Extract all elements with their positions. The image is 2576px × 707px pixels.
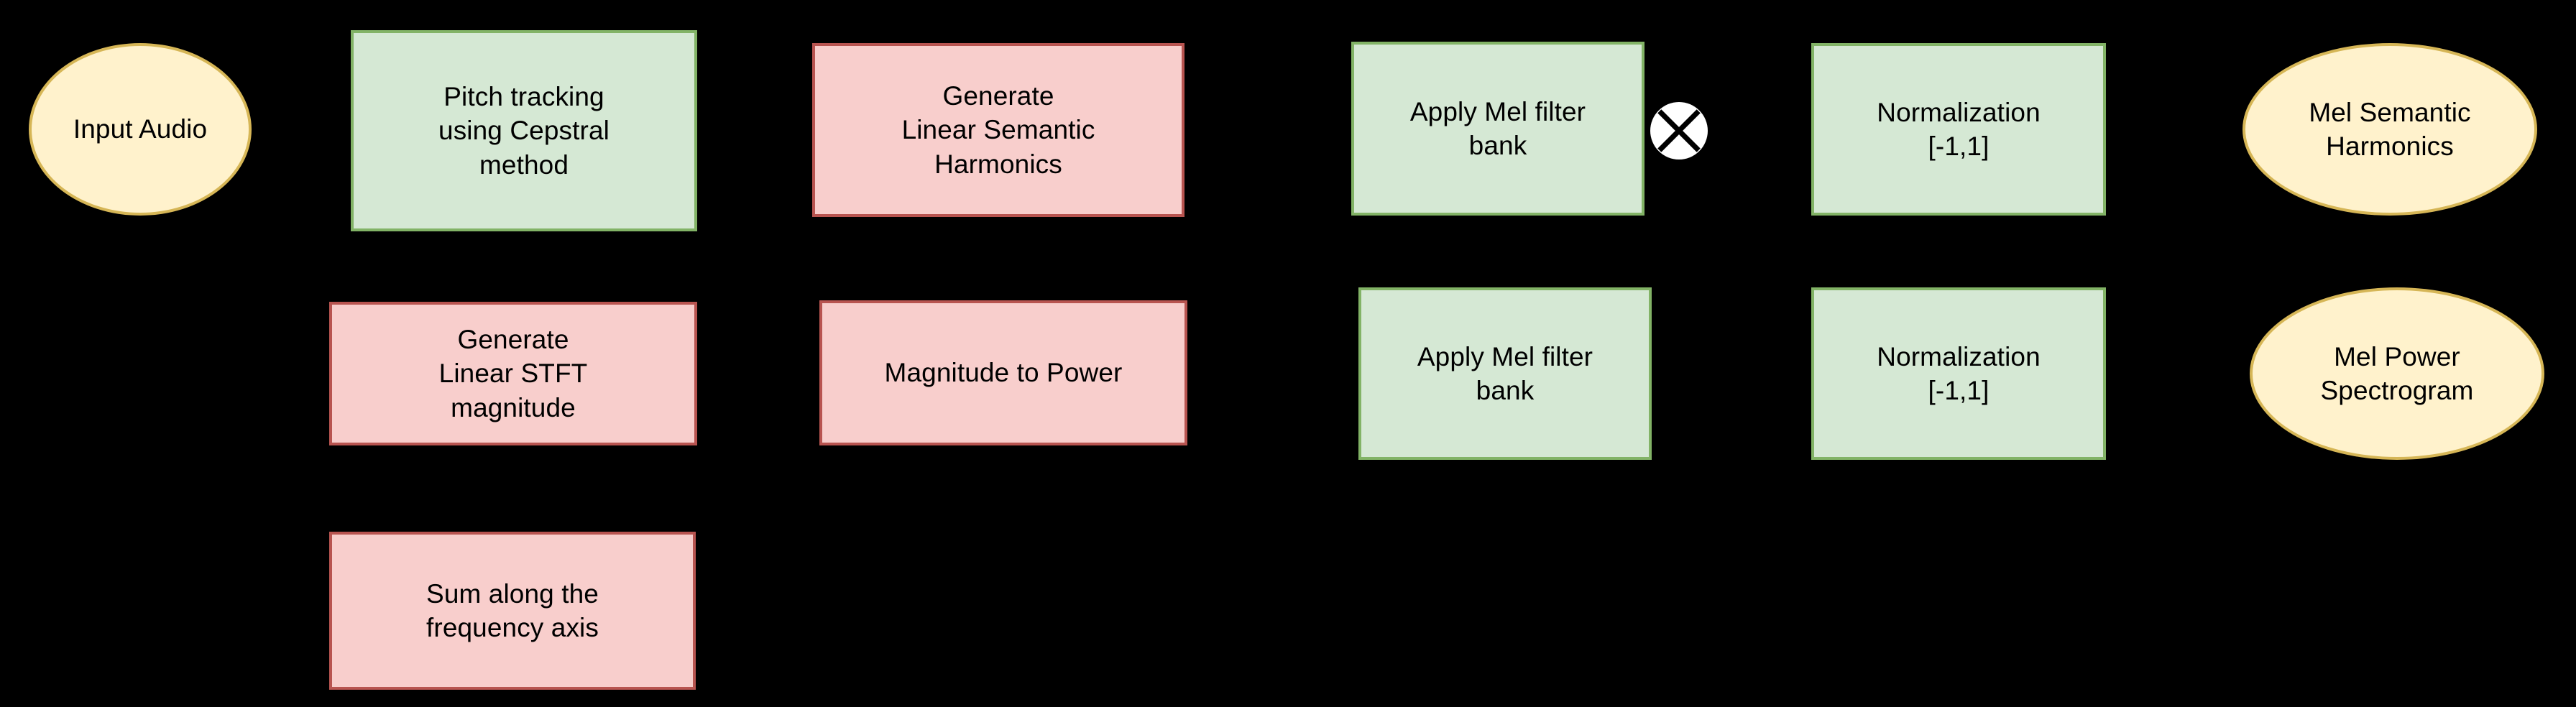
node-label: Normalization [-1,1] [1877, 341, 2041, 405]
edge-generate-linear-stft-magnitude-to-magnitude-to-power [696, 359, 822, 388]
node-normalization-bottom[interactable]: Normalization [-1,1] [1811, 287, 2106, 460]
edge-multiply-operator-to-normalization-top [1707, 115, 1814, 144]
multiply-cross-icon [1651, 103, 1707, 159]
node-label: Input Audio [73, 114, 208, 144]
node-normalization-top[interactable]: Normalization [-1,1] [1811, 43, 2106, 216]
node-label: Generate Linear STFT magnitude [438, 324, 588, 422]
edge-apply-mel-filter-bank-top-to-multiply-operator [1615, 106, 1653, 134]
edge-magnitude-to-power-to-apply-mel-filter-bank-bottom [1187, 359, 1361, 388]
node-label: Apply Mel filter bank [1409, 96, 1586, 160]
node-magnitude-to-power[interactable]: Magnitude to Power [819, 300, 1187, 445]
node-label: Magnitude to Power [884, 358, 1123, 388]
node-label: Generate Linear Semantic Harmonics [901, 80, 1095, 179]
edge-input-audio-to-generate-linear-stft-magnitude [252, 128, 332, 388]
node-generate-linear-semantic-harmonics[interactable]: Generate Linear Semantic Harmonics [812, 43, 1184, 217]
edge-pitch-tracking-to-generate-linear-semantic-harmonics [696, 116, 815, 145]
node-apply-mel-filter-bank-top[interactable]: Apply Mel filter bank [1351, 42, 1644, 216]
node-pitch-tracking[interactable]: Pitch tracking using Cepstral method [351, 30, 697, 231]
edge-generate-linear-semantic-harmonics-to-apply-mel-filter-bank-top [1184, 114, 1354, 144]
node-label: Sum along the frequency axis [426, 578, 599, 642]
node-apply-mel-filter-bank-bottom[interactable]: Apply Mel filter bank [1358, 287, 1652, 460]
multiply-operator-icon[interactable] [1650, 102, 1708, 160]
node-label: Mel Semantic Harmonics [2309, 97, 2471, 161]
node-generate-linear-stft-magnitude[interactable]: Generate Linear STFT magnitude [329, 302, 697, 445]
edge-input-audio-to-pitch-tracking [251, 116, 354, 145]
node-label: Apply Mel filter bank [1417, 341, 1593, 405]
node-input-audio[interactable]: Input Audio [29, 43, 252, 216]
node-label: Pitch tracking using Cepstral method [438, 81, 610, 180]
node-sum-along-frequency-axis[interactable]: Sum along the frequency axis [329, 532, 696, 690]
node-mel-semantic-harmonics[interactable]: Mel Semantic Harmonics [2242, 43, 2537, 216]
node-label: Mel Power Spectrogram [2320, 341, 2474, 405]
node-mel-power-spectrogram[interactable]: Mel Power Spectrogram [2250, 287, 2544, 460]
node-label: Normalization [-1,1] [1877, 97, 2041, 161]
